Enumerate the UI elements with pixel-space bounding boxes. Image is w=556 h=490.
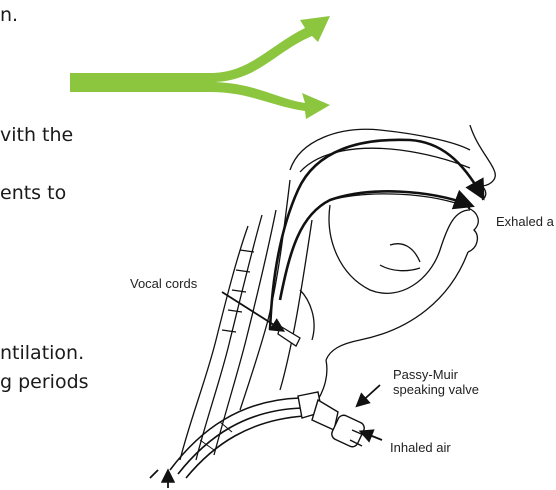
nose-profile (470, 125, 495, 200)
airway-illustration (180, 125, 495, 460)
pharynx (240, 180, 290, 410)
green-fork-arrow (70, 16, 330, 119)
trach-tube (170, 398, 304, 478)
label-valve-line-1: Passy-Muir (393, 367, 458, 382)
label-vocal-cords: Vocal cords (130, 276, 197, 291)
hard-palate (330, 194, 470, 208)
airflow-path (270, 140, 482, 330)
label-exhaled-air: Exhaled a (496, 214, 554, 229)
tongue (329, 205, 470, 293)
label-inhaled-air: Inhaled air (390, 440, 451, 455)
label-valve-line-2: speaking valve (393, 382, 479, 397)
lips (468, 208, 478, 252)
speaking-valve (298, 392, 366, 449)
epiglottis (300, 290, 314, 340)
neck-back (180, 226, 248, 460)
jaw (326, 252, 468, 360)
label-pointers (150, 292, 382, 488)
